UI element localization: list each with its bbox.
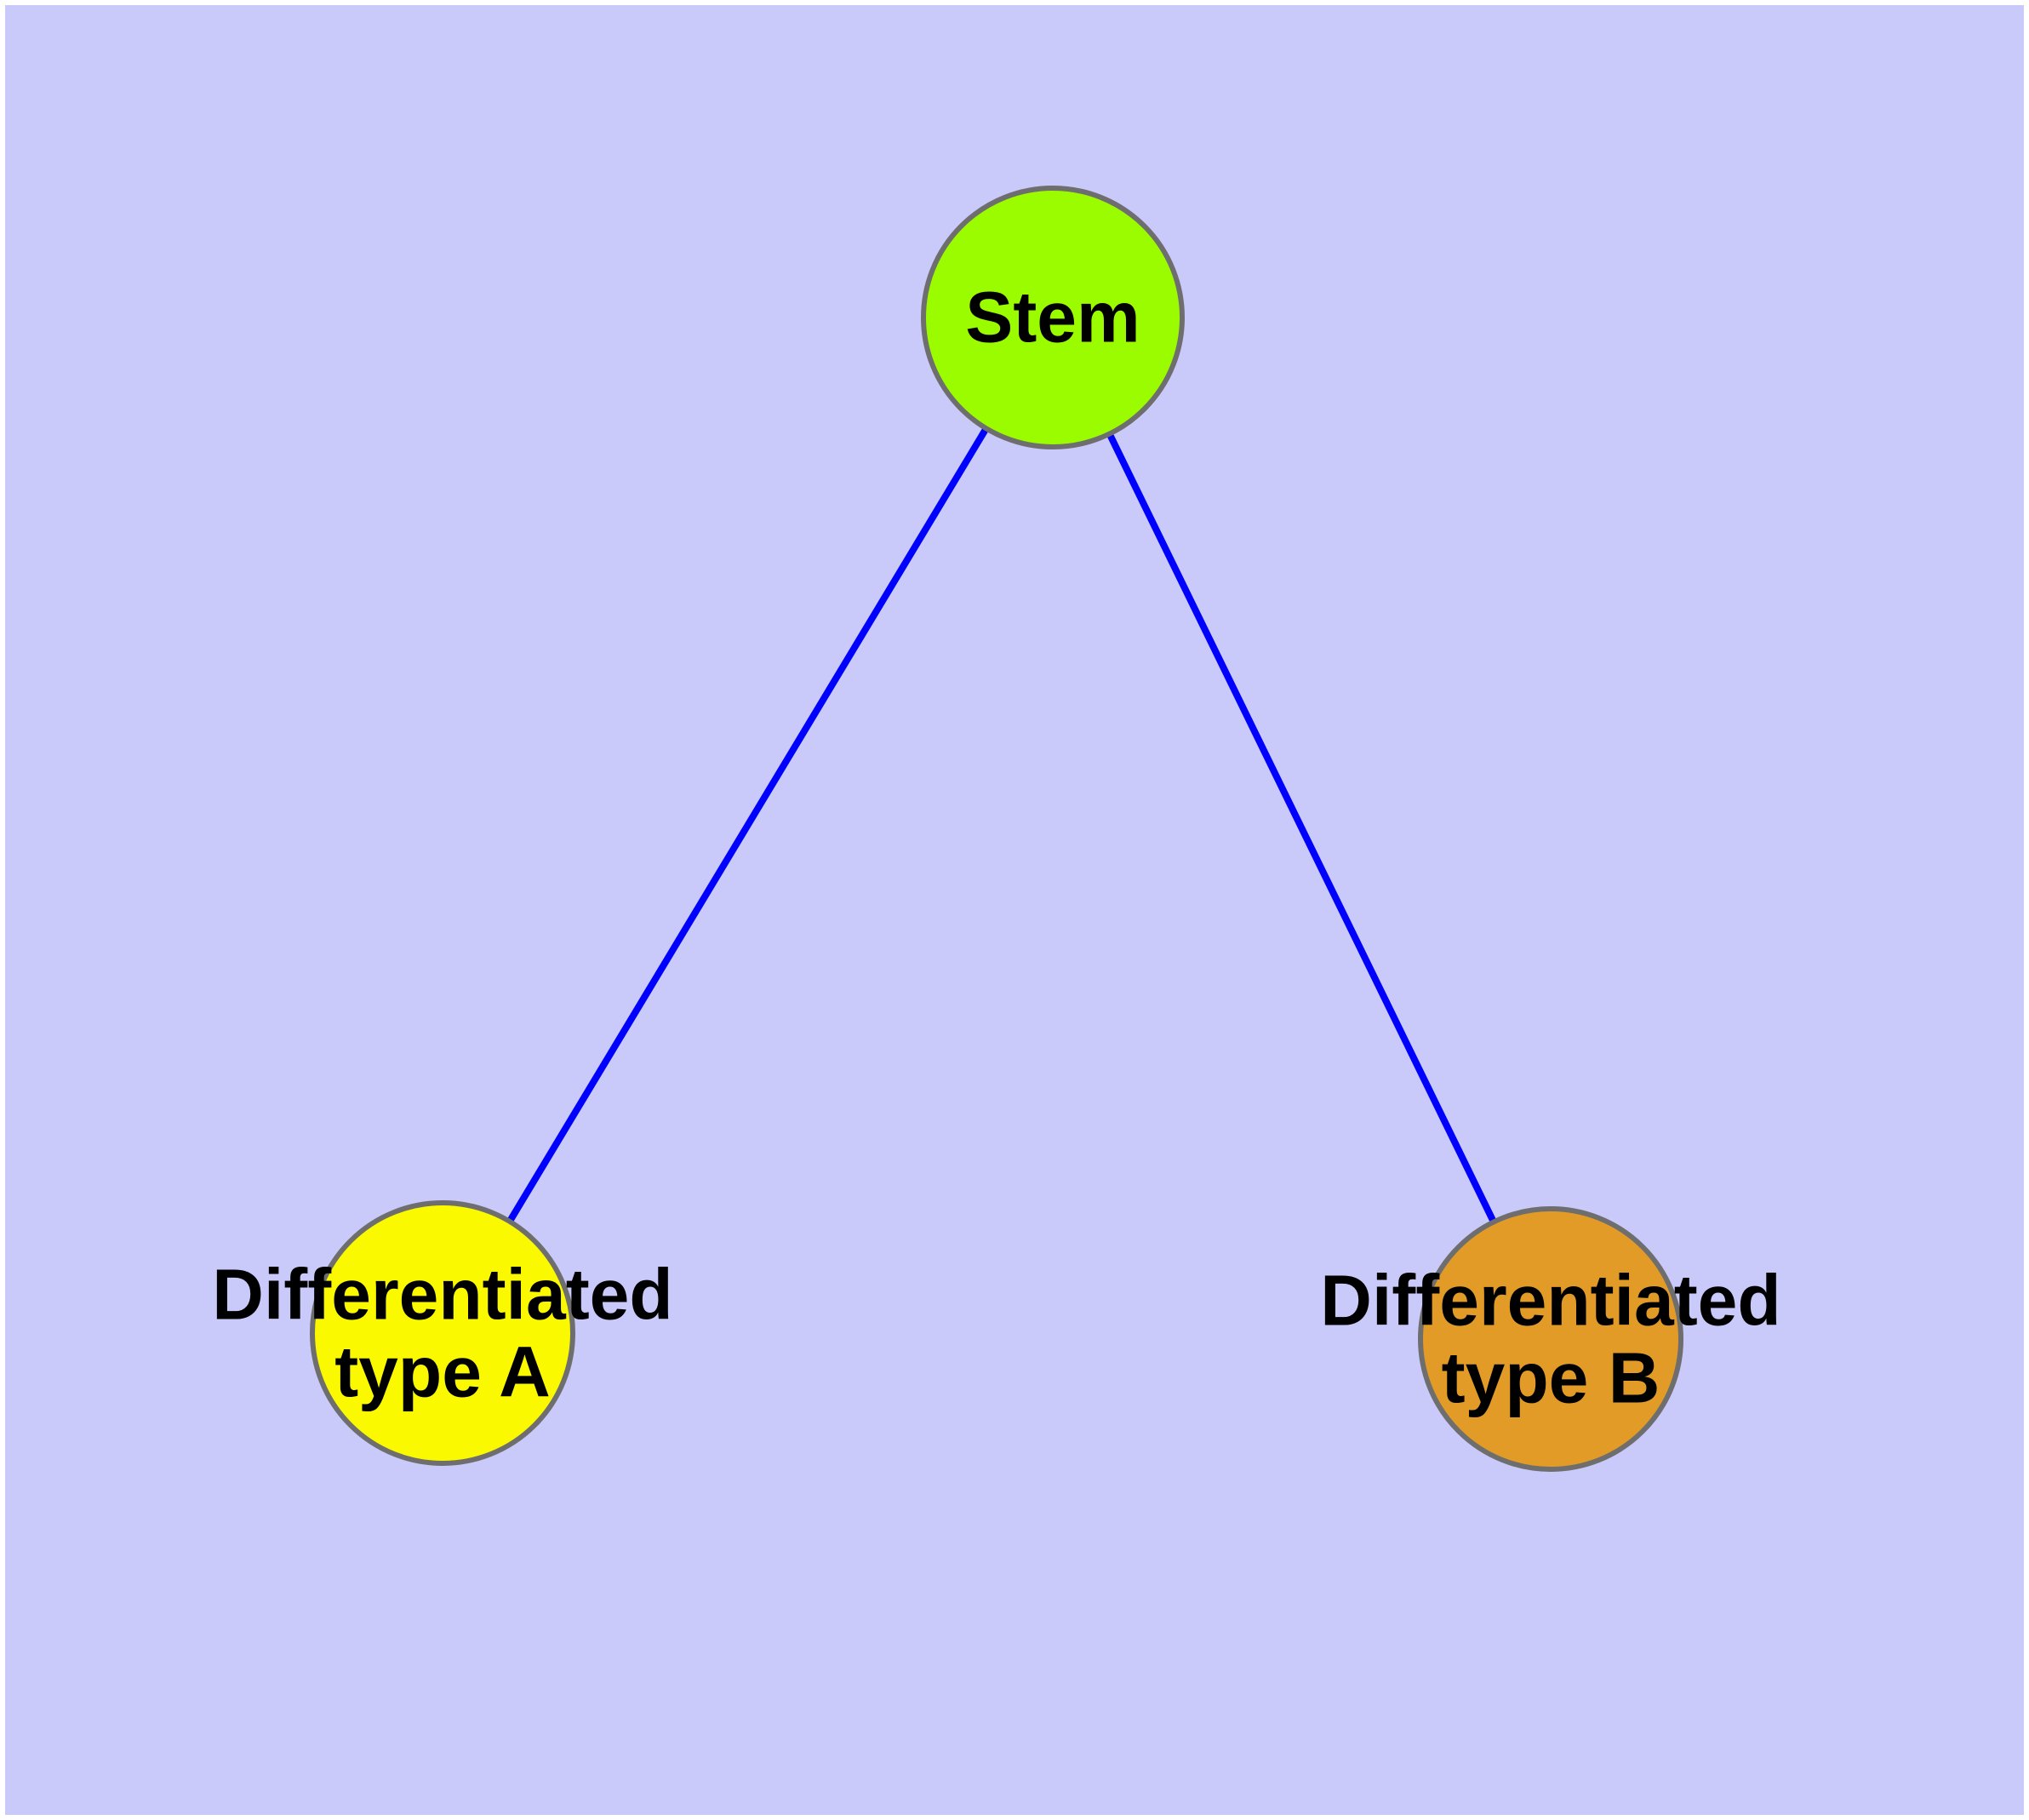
edge-stem-to-diff-b[interactable] <box>1049 316 1554 1341</box>
edge-layer <box>439 315 1554 1341</box>
node-stem[interactable] <box>921 186 1185 449</box>
edge-stem-to-diff-a[interactable] <box>439 315 1056 1336</box>
node-layer <box>310 186 1683 1472</box>
node-diff-a[interactable] <box>310 1200 575 1466</box>
node-diff-b[interactable] <box>1418 1206 1683 1472</box>
